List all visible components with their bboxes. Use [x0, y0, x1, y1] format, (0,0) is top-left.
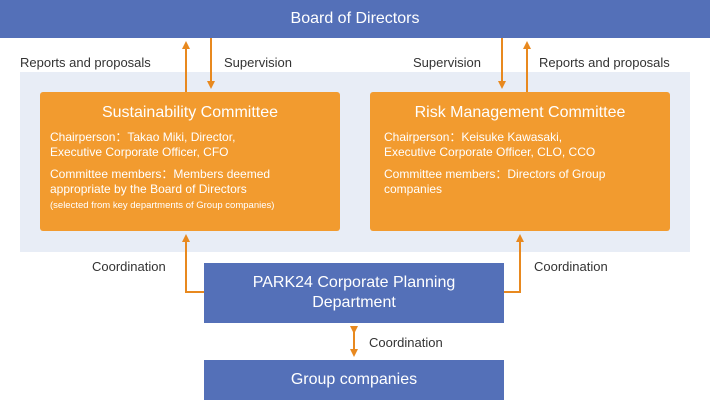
sustainability-members-line2: appropriate by the Board of Directors: [50, 182, 247, 196]
sustainability-members-note: (selected from key departments of Group …: [50, 200, 275, 211]
coordination-right-connector: [504, 234, 524, 293]
group-title: Group companies: [290, 371, 418, 388]
sustainability-chair-line1: Chairperson：Takao Miki, Director,: [50, 130, 236, 144]
planning-line2: Department: [312, 294, 396, 311]
supervision-right-label: Supervision: [413, 55, 481, 70]
board-of-directors-box: Board of Directors: [0, 0, 710, 38]
board-title: Board of Directors: [290, 10, 420, 27]
coordination-left-label: Coordination: [92, 259, 166, 274]
supervision-left-label: Supervision: [224, 55, 292, 70]
sustainability-chair-line2: Executive Corporate Officer, CFO: [50, 145, 229, 159]
sustainability-title: Sustainability Committee: [101, 104, 279, 121]
coordination-right-label: Coordination: [534, 259, 608, 274]
planning-line1: PARK24 Corporate Planning: [252, 274, 456, 291]
risk-members-line2: companies: [384, 182, 443, 196]
risk-chair-line2: Executive Corporate Officer, CLO, CCO: [384, 145, 596, 159]
risk-members-line1: Committee members：Directors of Group: [384, 167, 606, 181]
coordination-bottom-label: Coordination: [369, 335, 443, 350]
risk-chair-line1: Chairperson：Keisuke Kawasaki,: [384, 130, 563, 144]
reports-left-label: Reports and proposals: [20, 55, 151, 70]
group-companies-box: Group companies: [204, 360, 504, 400]
sustainability-members-line1: Committee members：Members deemed: [50, 167, 271, 181]
corporate-planning-box: PARK24 Corporate Planning Department: [204, 263, 504, 323]
reports-right-label: Reports and proposals: [539, 55, 670, 70]
coordination-left-connector: [182, 234, 204, 293]
risk-management-committee-box: Risk Management Committee Chairperson：Ke…: [370, 92, 670, 231]
sustainability-committee-box: Sustainability Committee Chairperson：Tak…: [40, 92, 340, 231]
risk-title: Risk Management Committee: [414, 104, 626, 121]
